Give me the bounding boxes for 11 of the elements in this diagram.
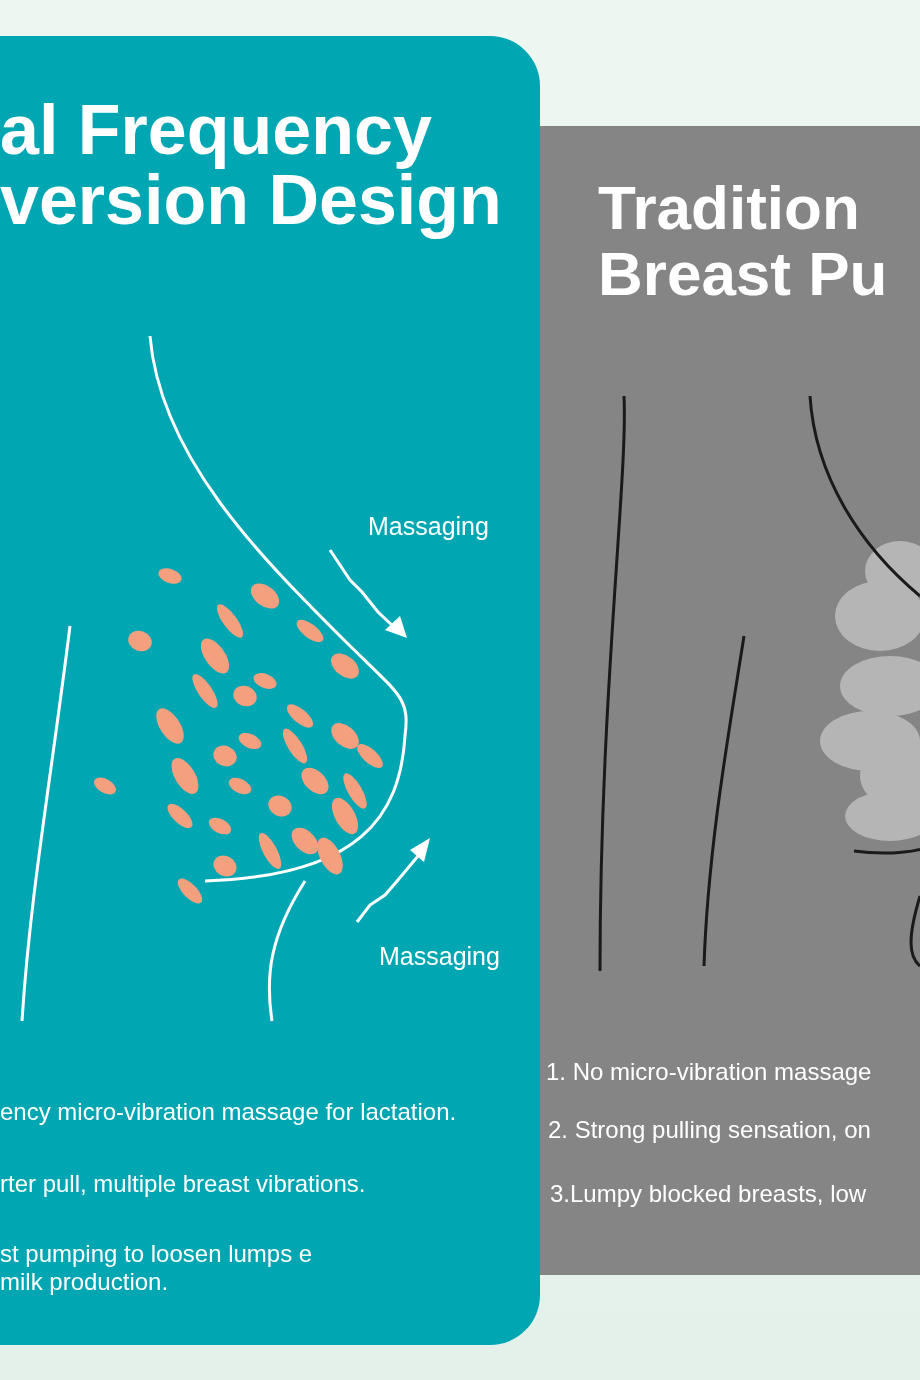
comparison-panel	[0, 36, 540, 1345]
heading: Tradition Breast Pu	[598, 175, 889, 307]
list-item: 3.Lumpy blocked breasts, low	[550, 1180, 867, 1208]
callout-label: Massaging	[368, 512, 489, 541]
list-item: rter pull, multiple breast vibrations.	[0, 1170, 366, 1198]
list-item: 2. Strong pulling sensation, on	[548, 1116, 871, 1144]
list-item: 1. No micro-vibration massage	[546, 1058, 872, 1086]
list-item: st pumping to loosen lumps e milk production.	[0, 1240, 314, 1296]
callout-label: Massaging	[379, 942, 500, 971]
comparison-panel	[540, 126, 920, 1275]
list-item: ency micro-vibration massage for lactation.	[0, 1098, 457, 1126]
